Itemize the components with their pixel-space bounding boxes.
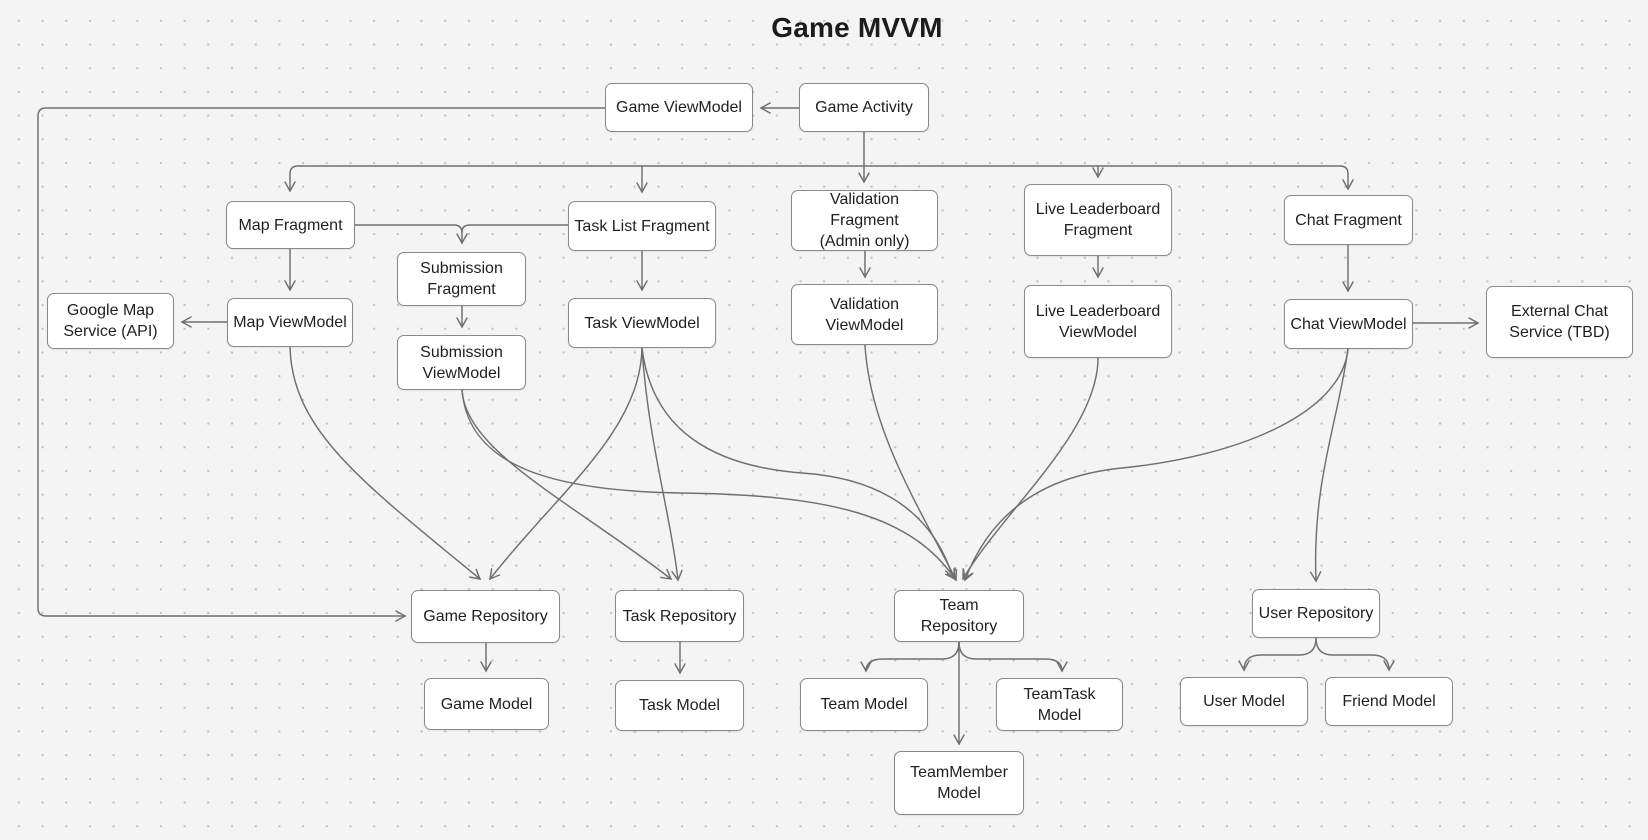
edge-live-leaderboard-viewmodel-team-repository: [962, 357, 1099, 581]
submission-viewmodel[interactable]: Submission ViewModel: [397, 335, 526, 390]
task-list-fragment[interactable]: Task List Fragment: [568, 201, 716, 251]
game-activity[interactable]: Game Activity: [799, 83, 929, 132]
game-repository[interactable]: Game Repository: [411, 590, 560, 643]
task-model-label: Task Model: [639, 697, 720, 714]
edge-task-list-fragment-submission-fragment: [461, 224, 569, 233]
edge-chat-viewmodel-user-repository: [1309, 348, 1349, 583]
game-model[interactable]: Game Model: [424, 678, 549, 730]
live-leaderboard-viewmodel[interactable]: Live Leaderboard ViewModel: [1024, 285, 1172, 358]
friend-model[interactable]: Friend Model: [1325, 677, 1453, 726]
teamtask-model[interactable]: TeamTask Model: [996, 678, 1123, 731]
edge-user-repository-friend-model: [1315, 637, 1395, 672]
edge-submission-viewmodel-team-repository: [461, 389, 956, 581]
chat-viewmodel-label: Chat ViewModel: [1290, 315, 1407, 333]
edge-task-viewmodel-team-repository: [641, 347, 956, 580]
game-viewmodel-label: Game ViewModel: [616, 99, 742, 116]
user-repository-label: User Repository: [1258, 605, 1374, 622]
chat-fragment[interactable]: Chat Fragment: [1284, 195, 1413, 245]
user-repository[interactable]: User Repository: [1252, 589, 1380, 638]
chat-viewmodel[interactable]: Chat ViewModel: [1284, 299, 1413, 349]
map-viewmodel-label: Map ViewModel: [233, 314, 347, 331]
team-repository-label: Team Repository: [920, 597, 998, 635]
task-repository[interactable]: Task Repository: [615, 590, 744, 642]
google-map-service[interactable]: Google Map Service (API): [47, 293, 174, 349]
game-activity-label: Game Activity: [815, 99, 913, 116]
google-map-service-label: Google Map Service (API): [63, 302, 158, 340]
validation-viewmodel-label: Validation ViewModel: [825, 295, 904, 334]
game-viewmodel[interactable]: Game ViewModel: [605, 83, 753, 132]
game-repository-label: Game Repository: [423, 608, 548, 625]
task-viewmodel[interactable]: Task ViewModel: [568, 298, 716, 348]
submission-viewmodel-label: Submission ViewModel: [420, 343, 503, 382]
chat-fragment-label: Chat Fragment: [1295, 211, 1402, 229]
user-model-label: User Model: [1203, 693, 1285, 710]
map-fragment-label: Map Fragment: [238, 216, 343, 234]
task-viewmodel-label: Task ViewModel: [584, 314, 700, 332]
external-chat-service[interactable]: External Chat Service (TBD): [1486, 286, 1633, 358]
map-viewmodel[interactable]: Map ViewModel: [227, 298, 353, 347]
task-model[interactable]: Task Model: [615, 680, 744, 731]
live-leaderboard-viewmodel-label: Live Leaderboard ViewModel: [1035, 302, 1161, 341]
submission-fragment-label: Submission Fragment: [420, 260, 503, 298]
diagram-title: Game MVVM: [771, 12, 943, 43]
team-model[interactable]: Team Model: [800, 678, 928, 731]
team-model-label: Team Model: [820, 696, 908, 713]
teammember-model-label: TeamMember Model: [910, 764, 1008, 802]
team-repository[interactable]: Team Repository: [894, 590, 1024, 642]
submission-fragment[interactable]: Submission Fragment: [397, 252, 526, 306]
edge-map-fragment-submission-fragment: [354, 224, 468, 245]
edge-submission-viewmodel-task-repository: [461, 389, 673, 580]
validation-fragment-label: Validation Fragment (Admin only): [819, 191, 910, 250]
friend-model-label: Friend Model: [1342, 693, 1436, 710]
game-model-label: Game Model: [440, 695, 533, 713]
validation-fragment[interactable]: Validation Fragment (Admin only): [791, 190, 938, 251]
external-chat-service-label: External Chat Service (TBD): [1509, 303, 1610, 341]
edge-validation-viewmodel-team-repository: [864, 344, 958, 582]
edge-team-repository-teamtask-model: [958, 641, 1068, 673]
task-repository-label: Task Repository: [622, 607, 737, 625]
edge-user-repository-user-model: [1238, 637, 1317, 672]
live-leaderboard-fragment-label: Live Leaderboard Fragment: [1035, 201, 1161, 239]
teamtask-model-label: TeamTask Model: [1023, 685, 1096, 724]
task-list-fragment-label: Task List Fragment: [574, 217, 710, 235]
user-model[interactable]: User Model: [1180, 677, 1308, 726]
map-fragment[interactable]: Map Fragment: [226, 201, 355, 249]
edge-task-viewmodel-task-repository: [641, 347, 683, 582]
live-leaderboard-fragment[interactable]: Live Leaderboard Fragment: [1024, 184, 1172, 256]
teammember-model[interactable]: TeamMember Model: [894, 751, 1024, 815]
validation-viewmodel[interactable]: Validation ViewModel: [791, 284, 938, 345]
edge-team-repository-team-model: [860, 641, 960, 673]
edge-chat-viewmodel-team-repository: [962, 348, 1349, 582]
